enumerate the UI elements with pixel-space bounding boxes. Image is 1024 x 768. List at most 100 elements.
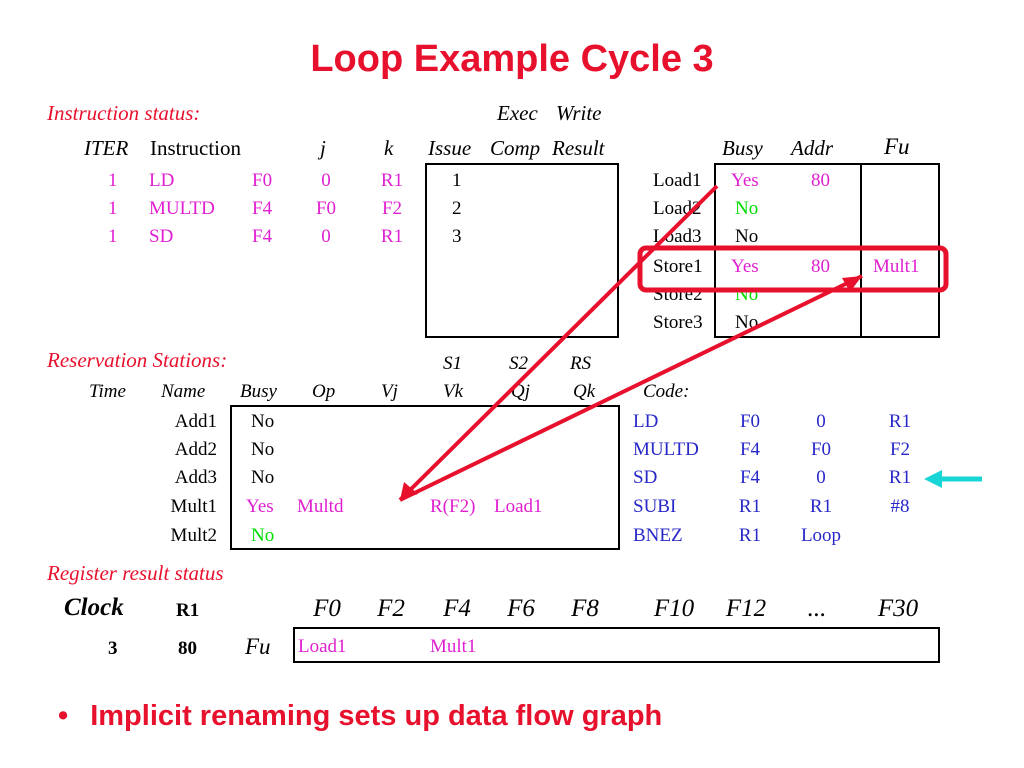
buffer-name: Load1 [653, 170, 702, 191]
rs-name: Mult2 [170, 525, 217, 546]
buffer-name: Load3 [653, 226, 702, 247]
dest-cell: F0 [252, 170, 273, 191]
clock-value: 3 [108, 638, 118, 659]
rs-name: Add3 [174, 467, 217, 488]
col-issue: Issue [428, 136, 472, 160]
register-fu-f4: Mult1 [430, 636, 477, 657]
rs-busy: No [251, 411, 275, 432]
code-arg: Loop [800, 525, 842, 546]
op-cell: LD [149, 170, 175, 191]
reservation-stations-box [230, 405, 620, 550]
bullet-point: • Implicit renaming sets up data flow gr… [58, 700, 662, 733]
code-arg: #8 [890, 496, 910, 517]
col-iter: ITER [84, 136, 129, 160]
iter-cell: 1 [108, 170, 118, 191]
code-arg: R1 [888, 467, 912, 488]
code-label: Code: [643, 381, 690, 402]
r1-label: R1 [176, 600, 200, 621]
mult1-arrow [399, 274, 863, 502]
mult1-arrowhead [842, 276, 862, 292]
rs-op: Multd [297, 496, 344, 517]
register-status-box [293, 627, 940, 663]
reservation-stations-label: Reservation Stations: [47, 348, 228, 372]
col-fu: Fu [884, 134, 910, 159]
col-time: Time [89, 381, 126, 402]
fu-label: Fu [245, 634, 271, 659]
rs-busy: No [251, 467, 275, 488]
dest-cell: F4 [252, 198, 273, 219]
issue-cell: 2 [452, 198, 462, 219]
page-title: Loop Example Cycle 3 [310, 38, 714, 80]
k-cell: R1 [380, 170, 404, 191]
buffer-busy: Yes [731, 170, 759, 191]
rs-header: RS [570, 353, 592, 374]
dest-cell: F4 [252, 226, 273, 247]
code-arg: R1 [809, 496, 833, 517]
register-fu-f0: Load1 [298, 636, 347, 657]
clock-label: Clock [64, 594, 124, 621]
col-j: j [320, 136, 326, 160]
register-status-label: Register result status [47, 561, 224, 585]
col-vk: Vk [443, 381, 464, 402]
pointer-arrowhead-icon [924, 470, 942, 488]
load1-arrow [398, 184, 719, 502]
col-busy: Busy [722, 136, 763, 160]
register-name: F4 [443, 595, 471, 622]
exec-header: Exec [497, 101, 538, 125]
register-name: F0 [313, 595, 341, 622]
bullet-dot: • [58, 700, 69, 732]
r1-value: 80 [178, 638, 197, 659]
register-name: F6 [507, 595, 535, 622]
rs-busy: No [251, 439, 275, 460]
k-cell: R1 [380, 226, 404, 247]
iter-cell: 1 [108, 226, 118, 247]
instruction-status-box [425, 163, 619, 338]
buffer-fu: Mult1 [873, 256, 920, 277]
code-op: SD [633, 467, 658, 488]
code-arg: 0 [816, 411, 826, 432]
issue-cell: 3 [452, 226, 462, 247]
code-arg: F4 [739, 467, 761, 488]
bullet-text: Implicit renaming sets up data flow grap… [90, 700, 663, 732]
register-name: F30 [877, 595, 919, 622]
j-cell: F0 [315, 198, 337, 219]
rs-qj: Load1 [494, 496, 543, 517]
register-name: F10 [653, 595, 695, 622]
iter-cell: 1 [108, 198, 118, 219]
col-k: k [384, 136, 394, 160]
register-name: F12 [725, 595, 767, 622]
buffer-busy: Yes [731, 256, 759, 277]
rs-busy: Yes [246, 496, 274, 517]
j-cell: 0 [321, 226, 331, 247]
code-op: LD [633, 411, 659, 432]
rs-busy: No [251, 525, 275, 546]
code-arg: R1 [738, 525, 762, 546]
buffer-busy: No [735, 226, 759, 247]
s2-header: S2 [509, 353, 528, 374]
code-arg: F0 [810, 439, 832, 460]
code-op: SUBI [633, 496, 677, 517]
k-cell: F2 [381, 198, 403, 219]
col-op: Op [312, 381, 336, 402]
issue-cell: 1 [452, 170, 462, 191]
code-op: BNEZ [633, 525, 683, 546]
buffer-name: Store3 [653, 312, 703, 333]
write-header: Write [556, 101, 602, 125]
code-op: MULTD [633, 439, 699, 460]
op-cell: SD [149, 226, 174, 247]
buffer-busy: No [735, 198, 759, 219]
col-instruction: Instruction [150, 136, 241, 160]
s1-header: S1 [443, 353, 462, 374]
code-arg: 0 [816, 467, 826, 488]
code-arg: R1 [888, 411, 912, 432]
code-arg: F0 [739, 411, 761, 432]
col-vj: Vj [381, 381, 398, 402]
rs-name: Mult1 [170, 496, 217, 517]
buffer-name: Store1 [653, 256, 703, 277]
code-arg: F2 [889, 439, 911, 460]
register-name: F2 [377, 595, 405, 622]
register-name: F8 [571, 595, 599, 622]
col-name: Name [161, 381, 206, 402]
code-arg: R1 [738, 496, 762, 517]
